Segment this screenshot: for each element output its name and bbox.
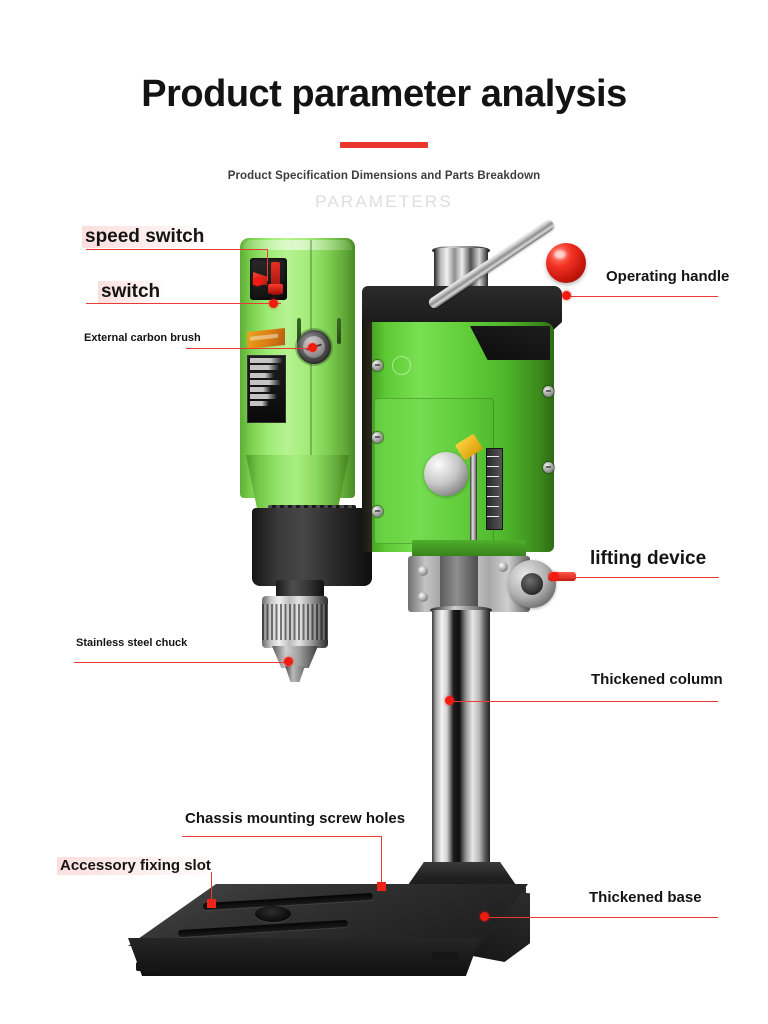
page-subtitle: Product Specification Dimensions and Par… bbox=[227, 169, 541, 182]
leader-line-lifting-device bbox=[556, 577, 719, 579]
base-foot-pad bbox=[136, 962, 162, 971]
callout-dot-speed-switch bbox=[253, 277, 262, 286]
leader-line-chassis-holes-drop bbox=[381, 836, 383, 886]
collar-bolt bbox=[498, 562, 508, 572]
leader-line-chuck bbox=[74, 662, 290, 664]
lifting-handwheel-bore bbox=[521, 573, 543, 595]
callout-dot-switch bbox=[269, 299, 278, 308]
scale-tick bbox=[487, 516, 499, 518]
leader-line-carbon-brush bbox=[186, 348, 314, 350]
scale-tick bbox=[487, 456, 499, 458]
switch-rocker[interactable] bbox=[271, 262, 280, 295]
lifting-collar-center bbox=[440, 556, 478, 612]
title-underline-rule bbox=[340, 141, 428, 148]
spec-line bbox=[250, 372, 275, 378]
callout-label-switch: switch bbox=[98, 281, 166, 303]
callout-dot-thickened-base bbox=[480, 912, 489, 921]
head-bolt bbox=[372, 432, 383, 443]
callout-dot-thickened-column bbox=[445, 696, 454, 705]
spec-line bbox=[250, 401, 269, 407]
thickened-column-shaft bbox=[432, 610, 490, 878]
leader-line-thickened-column bbox=[452, 701, 718, 703]
scale-tick bbox=[487, 466, 499, 468]
base-front-face bbox=[128, 938, 480, 976]
leader-line-thickened-base bbox=[486, 917, 718, 919]
chuck-jaw bbox=[272, 646, 318, 668]
operating-handle-ball[interactable] bbox=[546, 243, 586, 283]
callout-label-speed-switch: speed switch bbox=[82, 226, 210, 248]
base-center-hole bbox=[255, 906, 291, 922]
switch-button[interactable] bbox=[268, 284, 283, 294]
chuck-knurl bbox=[262, 604, 328, 640]
callout-label-lifting-device: lifting device bbox=[590, 548, 707, 569]
motor-vent-slot bbox=[337, 318, 341, 344]
callout-dot-chuck bbox=[284, 657, 293, 666]
lever-pivot-knob[interactable] bbox=[424, 452, 468, 496]
quill-rod bbox=[470, 440, 477, 560]
base-foot-pad bbox=[432, 952, 458, 961]
chuck-neck bbox=[276, 580, 324, 598]
spec-line bbox=[250, 379, 282, 385]
motor-vent-slot bbox=[297, 318, 301, 344]
callout-label-operating-handle: Operating handle bbox=[606, 268, 730, 285]
callout-label-accessory-fixing-slot: Accessory fixing slot bbox=[57, 857, 216, 875]
motor-top-highlight bbox=[243, 240, 352, 250]
head-logo-icon bbox=[392, 356, 411, 375]
head-bolt bbox=[372, 360, 383, 371]
scale-tick bbox=[487, 476, 499, 478]
head-bolt bbox=[372, 506, 383, 517]
chuck-tip bbox=[285, 666, 305, 682]
callout-label-thickened-column: Thickened column bbox=[591, 671, 723, 688]
leader-line-speed-switch-drop bbox=[267, 249, 269, 281]
callout-dot-accessory-slot bbox=[207, 899, 216, 908]
leader-line-accessory-slot bbox=[211, 872, 213, 904]
callout-label-chassis-mounting-screw-holes: Chassis mounting screw holes bbox=[185, 810, 406, 827]
callout-dot-chassis-holes bbox=[377, 882, 386, 891]
handle-ball-highlight bbox=[554, 250, 566, 259]
callout-dot-operating-handle bbox=[562, 291, 571, 300]
callout-dot-lifting-device bbox=[550, 572, 559, 581]
callout-label-external-carbon-brush: External carbon brush bbox=[84, 332, 201, 344]
leader-line-chassis-holes bbox=[182, 836, 382, 838]
spec-line bbox=[250, 365, 279, 371]
callout-label-stainless-steel-chuck: Stainless steel chuck bbox=[76, 637, 188, 649]
spec-line bbox=[250, 394, 277, 400]
collar-bolt bbox=[418, 566, 428, 576]
page-header: Product parameter analysis Product Speci… bbox=[0, 0, 768, 212]
callout-dot-carbon-brush bbox=[308, 343, 317, 352]
scale-tick bbox=[487, 486, 499, 488]
page-title: Product parameter analysis bbox=[141, 73, 627, 115]
scale-tick bbox=[487, 506, 499, 508]
callout-label-thickened-base: Thickened base bbox=[589, 889, 702, 906]
parameters-watermark: PARAMETERS bbox=[315, 191, 453, 211]
base-top-surface bbox=[128, 884, 528, 946]
head-left-edge bbox=[362, 322, 372, 552]
lifting-device-stub bbox=[548, 572, 576, 581]
leader-line-switch bbox=[86, 303, 281, 305]
scale-tick bbox=[487, 496, 499, 498]
head-bolt bbox=[543, 462, 554, 473]
spec-line bbox=[250, 358, 283, 364]
leader-line-speed-switch bbox=[86, 249, 268, 251]
gear-case bbox=[252, 508, 372, 586]
depth-scale bbox=[486, 448, 503, 530]
spec-line bbox=[250, 386, 272, 392]
leader-line-operating-handle bbox=[566, 296, 718, 298]
head-bolt bbox=[543, 386, 554, 397]
collar-bolt bbox=[418, 592, 428, 602]
specification-label bbox=[247, 355, 286, 423]
